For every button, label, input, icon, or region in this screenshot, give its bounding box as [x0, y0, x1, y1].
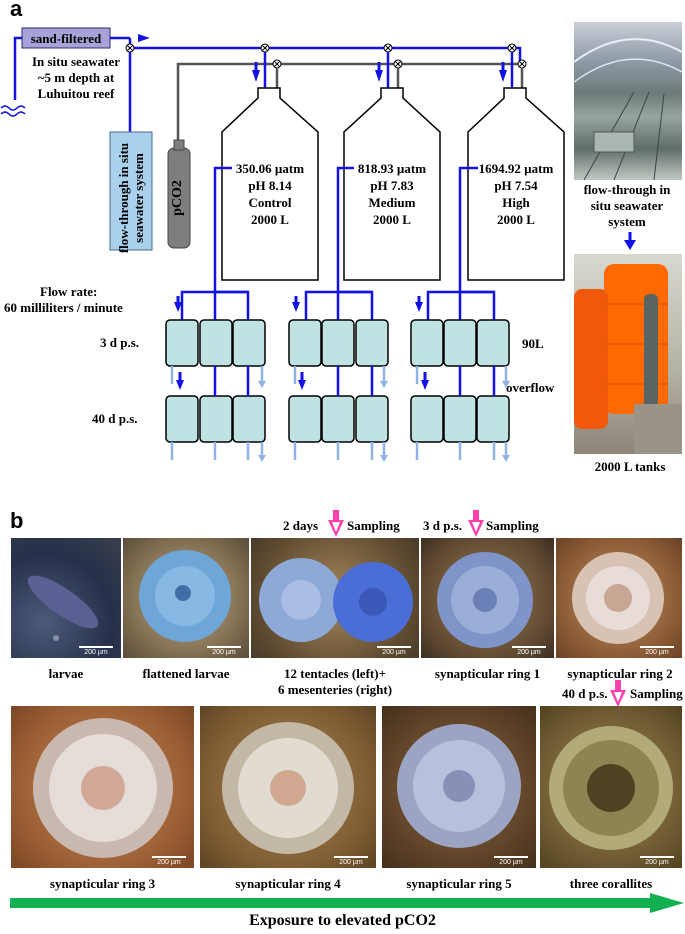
photo-tentacles-mesenteries: 200 µm: [251, 538, 419, 658]
intake-pipe: [13, 36, 22, 100]
tanks-photo-caption: 2000 L tanks: [594, 459, 666, 474]
photo-flattened-larvae: 200 µm: [123, 538, 249, 658]
flow-arrow-icon: [138, 34, 150, 42]
panel-a-letter: a: [10, 0, 23, 21]
scale-bar: 200 µm: [512, 646, 546, 656]
caption-flattened-larvae: flattened larvae: [142, 666, 230, 681]
photo-ring-4: 200 µm: [200, 706, 376, 868]
sampling-arrow-icon: [328, 510, 344, 537]
sand-filtered-label: sand-filtered: [31, 31, 102, 46]
caption-ring-5: synapticular ring 5: [406, 876, 512, 891]
scale-bar: 200 µm: [494, 856, 528, 866]
caption-three-corallites: three corallites: [569, 876, 653, 891]
row-40d-label: 40 d p.s.: [92, 411, 138, 426]
flowthrough-box: [109, 131, 153, 251]
photo-ring-3: 200 µm: [11, 706, 194, 868]
co2-pipe: [176, 62, 522, 150]
pco2-cylinder-label: pCO2: [170, 180, 185, 216]
photo-ring-1: 200 µm: [421, 538, 554, 658]
caption-ring-3: synapticular ring 3: [49, 876, 156, 891]
photo-ring-2: 200 µm: [556, 538, 682, 658]
sampling-marker-1-time: 2 days: [283, 518, 319, 533]
sampling-marker-2-time: 3 d p.s.: [423, 518, 463, 533]
sampling-marker-1-label: Sampling: [347, 518, 400, 533]
sampling-marker-3-label: Sampling: [630, 686, 683, 701]
insitu-label: In situ seawater ~5 m depth at Luhuitou …: [31, 54, 121, 101]
scale-bar: 200 µm: [334, 856, 368, 866]
row-3d-label: 3 d p.s.: [100, 335, 140, 350]
caption-ring-4: synapticular ring 4: [235, 876, 341, 891]
flow-rate-value: 60 milliliters / minute: [4, 300, 123, 315]
flowthrough-photo: [574, 22, 682, 180]
panel-b-letter: b: [10, 508, 24, 533]
scale-bar: 200 µm: [640, 856, 674, 866]
photo-three-corallites: 200 µm: [540, 706, 682, 868]
big-tanks: [221, 87, 565, 281]
photo-ring-5: 200 µm: [382, 706, 536, 868]
caption-tentacles-mesenteries: 12 tentacles (left)+6 mesenteries (right…: [277, 666, 393, 697]
scale-bar: 200 µm: [377, 646, 411, 656]
caption-larvae: larvae: [48, 666, 84, 681]
exposure-arrow: [10, 893, 684, 913]
sampling-arrow-icon: [468, 510, 484, 537]
caption-ring-2: synapticular ring 2: [567, 666, 673, 681]
scale-bar: 200 µm: [152, 856, 186, 866]
flowthrough-box-label: flow-through in situ seawater system: [116, 142, 146, 254]
tanks-photo: [574, 254, 682, 454]
caption-ring-1: synapticular ring 1: [434, 666, 541, 681]
sampling-marker-3-time: 40 d p.s.: [562, 686, 608, 701]
exposure-label: Exposure to elevated pCO2: [249, 912, 436, 929]
flow-rate-label: Flow rate:: [40, 284, 98, 299]
sampling-arrow-icon: [610, 680, 626, 707]
overflow-label: overflow: [506, 380, 555, 395]
scale-bar: 200 µm: [207, 646, 241, 656]
wave-icon: [0, 105, 26, 111]
tank-90l-label: 90L: [522, 336, 544, 351]
panel-a-diagram: sand-filtered: [0, 27, 565, 462]
down-arrow-icon: [624, 232, 636, 250]
scale-bar: 200 µm: [640, 646, 674, 656]
scale-bar: 200 µm: [79, 646, 113, 656]
photo-larvae: 200 µm: [11, 538, 121, 658]
sampling-marker-2-label: Sampling: [486, 518, 539, 533]
